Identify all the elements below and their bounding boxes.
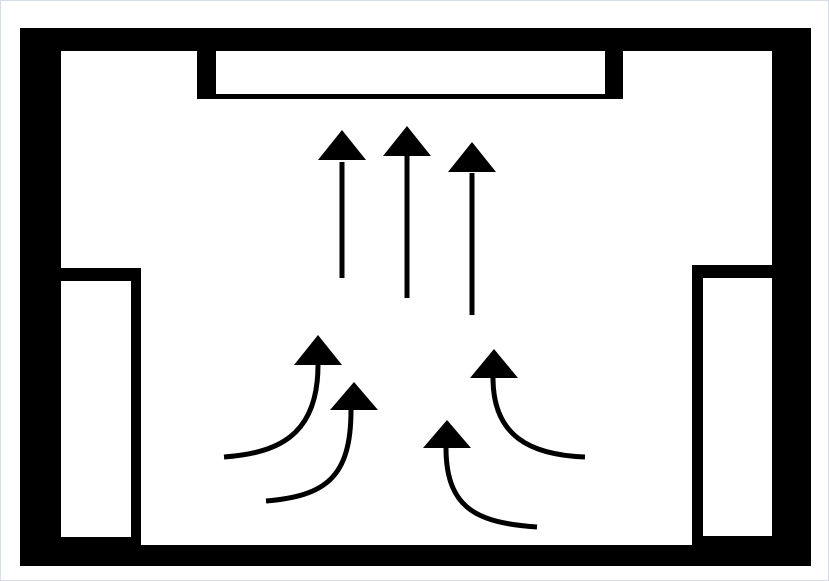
curved-up-arrow-icon — [470, 349, 586, 460]
up-arrow-icon — [448, 142, 496, 315]
right-partition-inner — [703, 278, 772, 536]
curved-up-arrow-icon — [265, 382, 378, 504]
ceiling-vent-inner — [216, 51, 605, 94]
room-interior — [61, 51, 772, 545]
curved-up-arrow-icon — [223, 335, 342, 460]
curved-up-arrow-icon — [423, 420, 538, 530]
left-partition-inner — [61, 281, 131, 537]
up-arrow-icon — [318, 130, 366, 278]
up-arrow-icon — [383, 126, 431, 298]
